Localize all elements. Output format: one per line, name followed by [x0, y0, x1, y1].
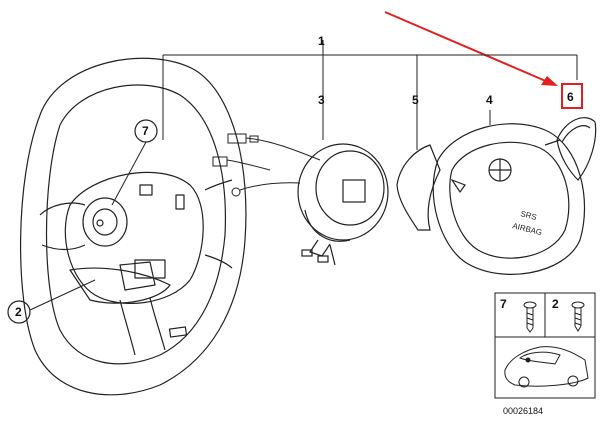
callout-3: 3: [318, 93, 325, 107]
cover-part-6: [556, 117, 597, 181]
airbag-module-part-4: [432, 123, 586, 275]
callout-7: 7: [142, 124, 149, 138]
callout-7-circle: 7: [111, 119, 158, 206]
screw-icon-7: [523, 301, 537, 333]
car-icon: [504, 346, 589, 388]
wiring-harness: [212, 133, 321, 197]
inset-label-7: 7: [500, 297, 507, 311]
callout-6: 6: [567, 90, 574, 104]
callout-5: 5: [412, 93, 419, 107]
inset-box: [494, 292, 596, 399]
inset-label-2: 2: [552, 297, 559, 311]
callout-4: 4: [486, 93, 493, 107]
airbag-label-srs: SRS: [520, 209, 538, 222]
highlight-box-6: [561, 83, 583, 109]
airbag-label-airbag: AIRBAG: [512, 221, 544, 237]
steering-wheel: [20, 57, 247, 396]
red-highlight-arrow: [384, 11, 558, 86]
diagram-number: 00026184: [503, 406, 543, 416]
screw-icon-2: [571, 301, 585, 332]
callout-1: 1: [318, 34, 325, 48]
clock-spring-part-3: [297, 143, 389, 266]
cover-part-5: [396, 144, 441, 231]
callout-2: 2: [15, 305, 22, 319]
assembly-bracket: [162, 40, 578, 150]
